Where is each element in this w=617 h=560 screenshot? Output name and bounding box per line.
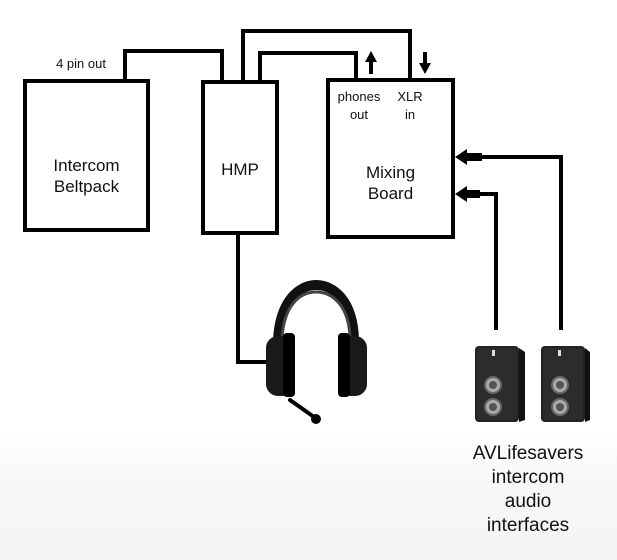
caption-line2: intercom	[491, 467, 565, 488]
caption-line1: AVLifesavers	[472, 443, 584, 464]
pin-out-label: 4 pin out	[56, 56, 106, 71]
cable-hmp-to-xlr-in	[241, 29, 412, 82]
arrow-left-icon	[455, 149, 482, 165]
mixer-label-line1: Mixing	[365, 163, 416, 182]
arrow-up-icon	[365, 51, 377, 74]
cable-phones-out	[258, 51, 358, 82]
arrow-down-icon	[419, 52, 431, 74]
phones-out-line1: phones	[337, 89, 381, 104]
mixer-label: Mixing Board	[330, 162, 451, 204]
mixer-label-line2: Board	[367, 184, 414, 203]
audio-interface-device-icon	[475, 346, 525, 422]
beltpack-box	[23, 79, 150, 232]
xlr-in-line2: in	[404, 107, 416, 122]
cable-interface2-to-mixer	[480, 155, 563, 330]
xlr-in-line1: XLR	[397, 89, 423, 104]
xlr-in-label: XLR in	[390, 88, 430, 124]
arrow-left-icon	[455, 186, 480, 202]
interfaces-caption: AVLifesavers intercom audio interfaces	[455, 442, 601, 538]
cable-beltpack-to-hmp	[123, 49, 224, 82]
caption-line3: audio	[504, 491, 552, 512]
cable-hmp-to-headset	[236, 233, 272, 364]
phones-out-label: phones out	[333, 88, 385, 124]
background-band	[0, 430, 617, 560]
caption-line4: interfaces	[486, 515, 570, 536]
mixer-box	[326, 78, 455, 239]
beltpack-label-line1: Intercom	[53, 156, 120, 175]
phones-out-line2: out	[349, 107, 369, 122]
beltpack-label: Intercom Beltpack	[27, 155, 146, 197]
audio-interface-device-icon	[541, 346, 590, 422]
beltpack-label-line2: Beltpack	[53, 177, 120, 196]
headset-icon	[266, 279, 367, 424]
hmp-box	[201, 80, 279, 235]
hmp-label: HMP	[221, 160, 259, 179]
cable-interface1-to-mixer	[478, 192, 498, 330]
